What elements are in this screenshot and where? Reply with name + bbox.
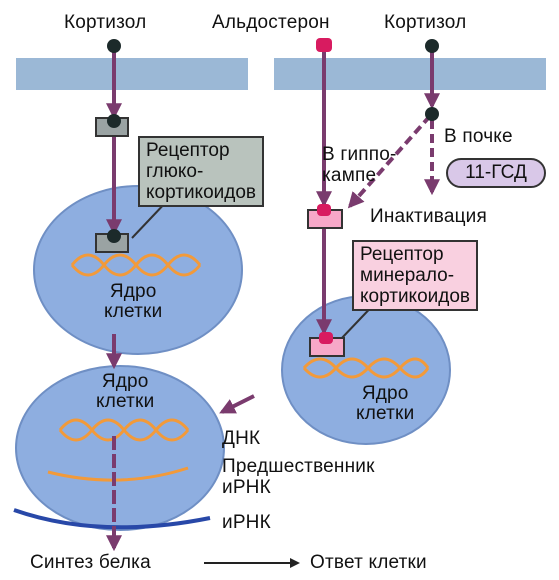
arrow-dna-pointer [219,394,255,414]
cortisol-molecule-branch [425,107,439,121]
label-kidney: В почке [444,126,513,147]
mrna-line [13,508,211,530]
cortisol-molecule-left [107,39,121,53]
dna-helix-left-top [70,253,202,277]
mr-receptor-box: Рецептор минерало- кортикоидов [352,240,479,311]
aldosterone-molecule [316,38,332,52]
label-nucleus-left-bottom: Ядро клетки [96,371,155,412]
gr-receptor-box: Рецептор глюко- кортикоидов [138,136,265,207]
label-nucleus-right: Ядро клетки [356,383,415,424]
label-inactivation: Инактивация [370,206,487,227]
label-nucleus-left-top: Ядро клетки [104,281,163,322]
label-cortisol-left: Кортизол [64,12,147,33]
cell-membrane-right [274,58,546,90]
molecule-mr-cytoplasm [317,204,331,216]
cortisol-molecule-gr-nucleus [107,229,121,243]
molecule-mr-nucleus [319,332,333,344]
cortisol-molecule-gr-membrane [107,114,121,128]
nucleus-left-top [33,185,243,355]
dna-helix-left-bottom [58,418,190,442]
label-cortisol-right: Кортизол [384,12,467,33]
cortisol-molecule-right [425,39,439,53]
label-pre-mrna: Предшественник иРНК [222,456,375,498]
cell-membrane-left [16,58,248,90]
label-mrna: иРНК [222,512,271,533]
label-cell-response: Ответ клетки [310,552,427,573]
arrow-to-hippocampus [347,114,432,209]
dna-helix-right [302,357,430,379]
pre-mrna-line [47,466,189,482]
label-protein-synthesis: Синтез белка [30,552,151,573]
label-dna: ДНК [222,428,261,449]
label-aldosterone: Альдостерон [212,12,330,33]
label-hippocampus: В гиппо- кампе [322,144,397,186]
enzyme-11-gsd: 11-ГСД [446,158,546,188]
